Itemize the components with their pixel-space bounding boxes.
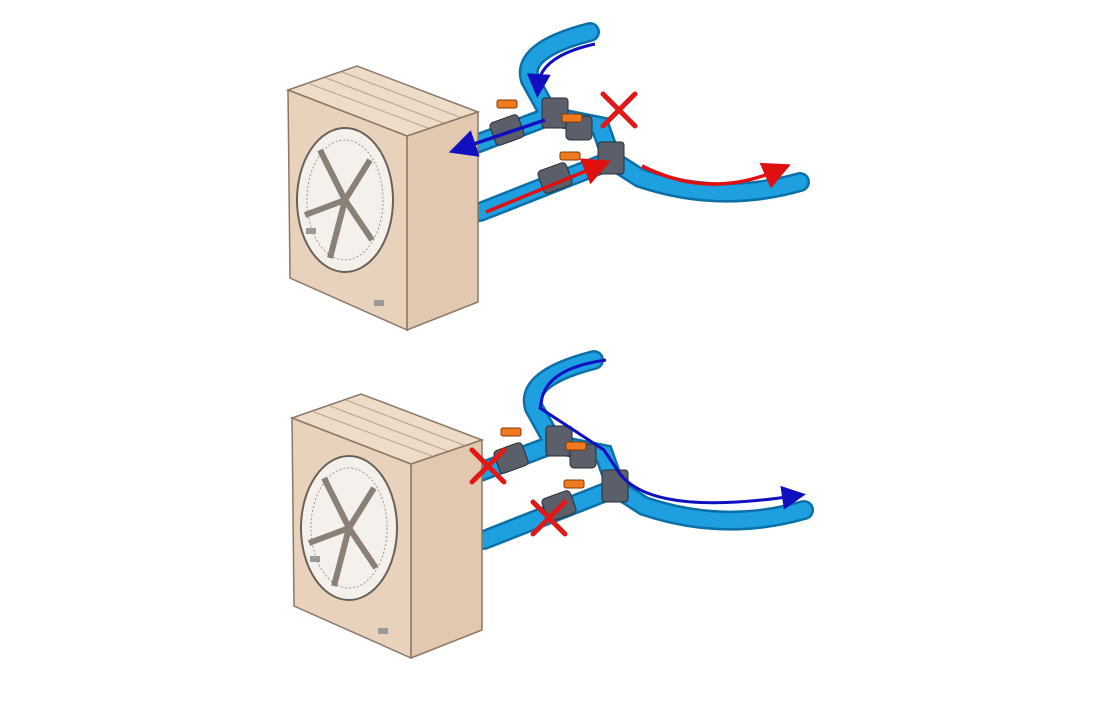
bypass-flow-arrow-blue (538, 358, 806, 510)
flow-arrow-blue-in (526, 42, 596, 98)
flow-arrow-red-from-unit (485, 158, 611, 214)
pipe-and-valve-assembly (459, 360, 804, 540)
heat-pump-unit (288, 66, 478, 330)
scenario-bypass (292, 360, 804, 658)
flow-arrow-red-out (641, 162, 791, 189)
bypass-valve-closed-x-icon (603, 94, 635, 126)
flow-arrow-blue-to-unit (448, 118, 546, 157)
heat-pump-unit (292, 394, 482, 658)
scenario-heating (288, 32, 800, 330)
